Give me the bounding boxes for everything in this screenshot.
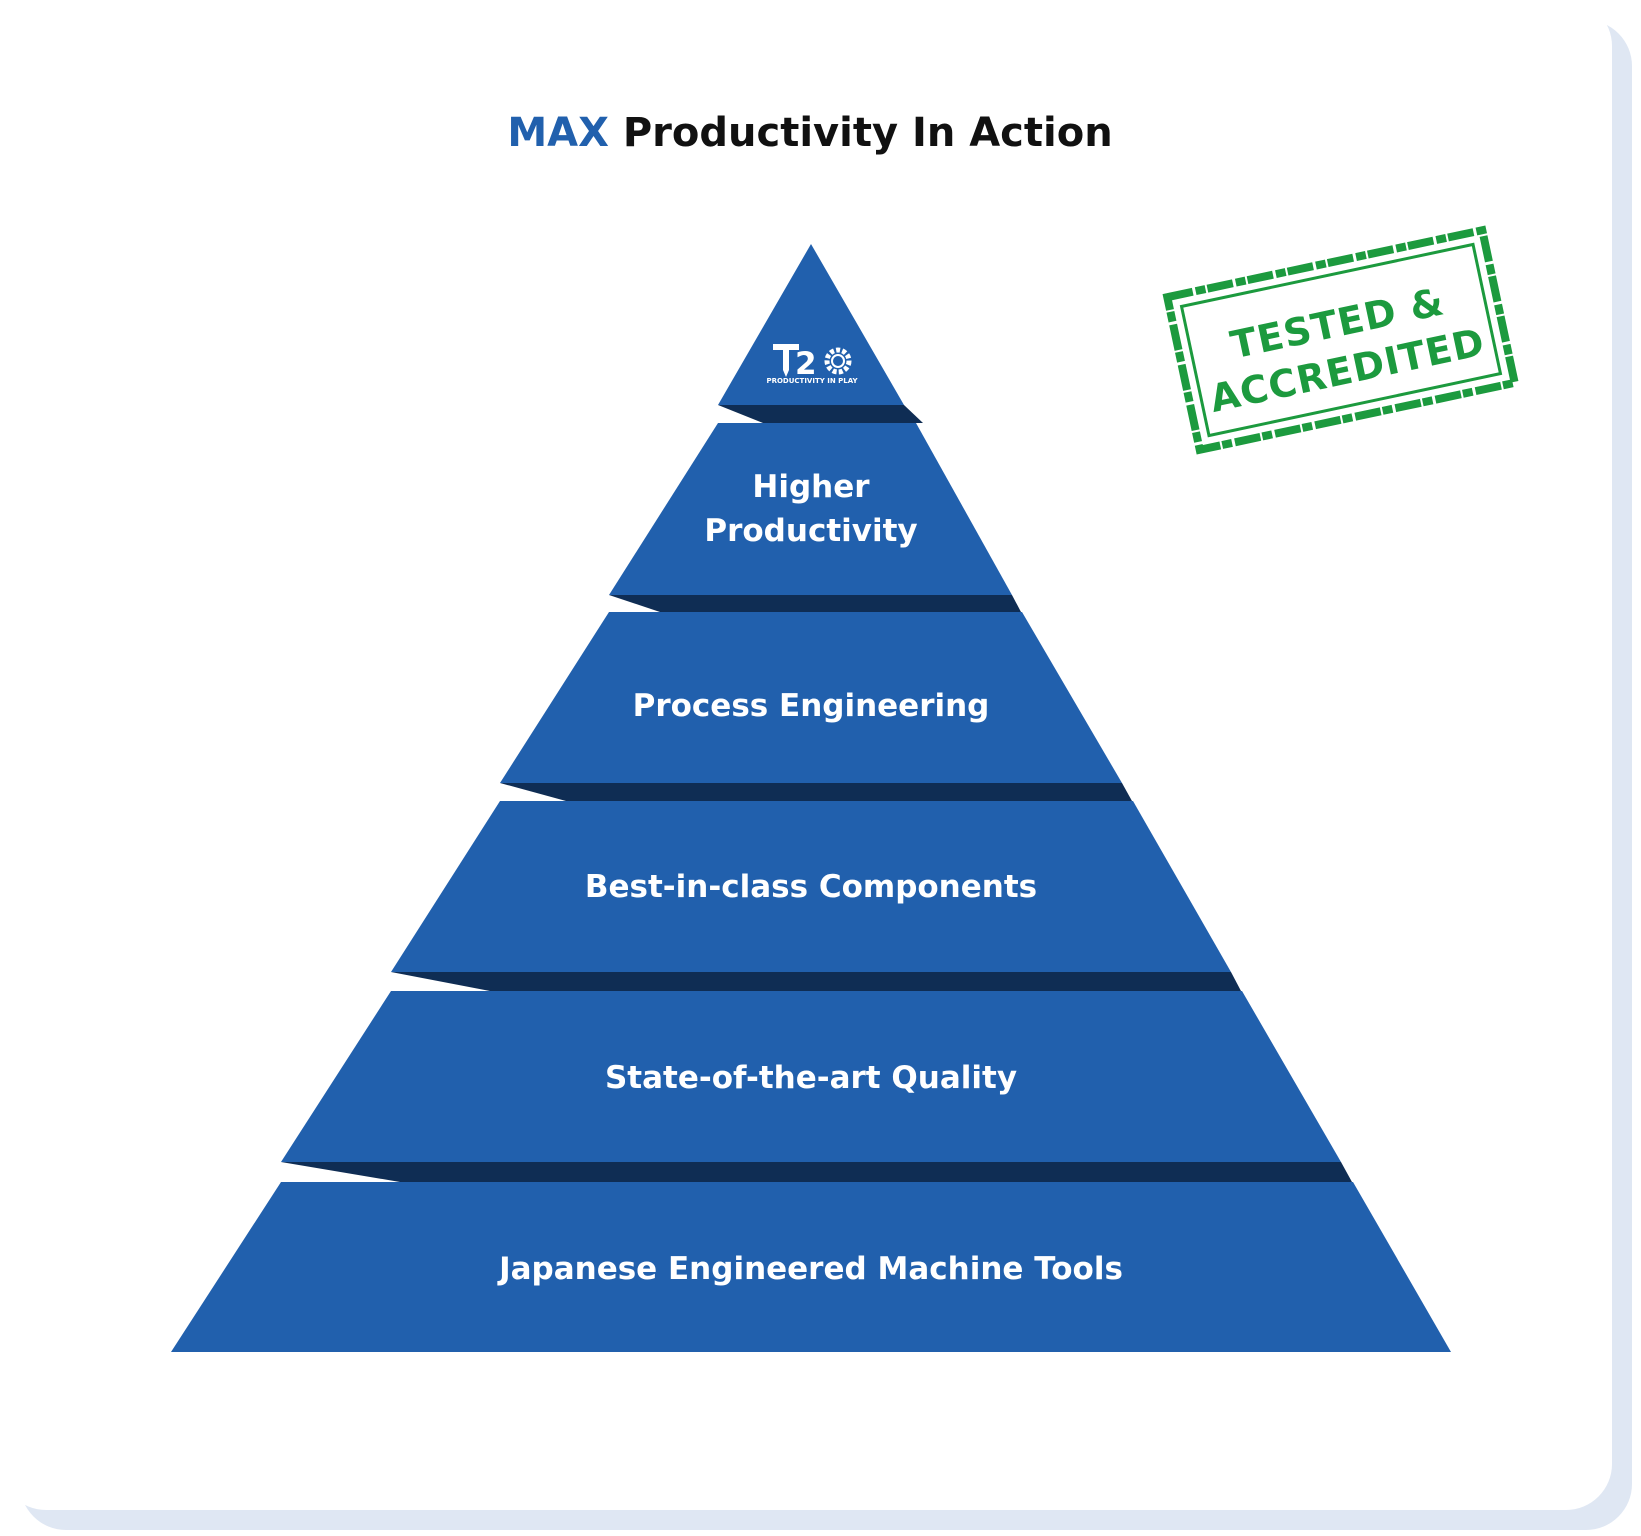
- logo-t-stem: [783, 350, 789, 370]
- tier-label-quality: State-of-the-art Quality: [605, 1060, 1017, 1096]
- pyramid-tier-1: [609, 423, 1012, 595]
- page-title: MAX Productivity In Action: [0, 110, 1620, 156]
- logo-t-tip: [783, 370, 789, 377]
- title-accent: MAX: [507, 110, 609, 156]
- tier-shadow-5: [281, 1162, 1352, 1182]
- gear-icon: [824, 347, 852, 375]
- pyramid-tier-5: [171, 1182, 1451, 1352]
- pyramid-tier-4: [281, 991, 1341, 1162]
- tier-label-productivity: Productivity: [704, 513, 917, 549]
- stamp-outer-border: [1162, 225, 1520, 455]
- tier-shadow-2: [609, 595, 1021, 612]
- pyramid-tier-2: [500, 612, 1122, 783]
- tier-shadow-1: [718, 405, 923, 423]
- logo-badge: [773, 344, 799, 350]
- tier-label-process-engineering: Process Engineering: [633, 688, 990, 724]
- pyramid-apex: [718, 244, 904, 405]
- logo-two: 2: [795, 346, 817, 382]
- title-rest: Productivity In Action: [622, 110, 1113, 156]
- tier-shadow-4: [391, 972, 1241, 991]
- tested-accredited-stamp: TESTED & ACCREDITED: [1162, 225, 1520, 455]
- stamp-inner-border: [1179, 242, 1503, 438]
- tier-label-machine-tools: Japanese Engineered Machine Tools: [497, 1251, 1123, 1287]
- gear-hub: [831, 354, 845, 368]
- tier-label-components: Best-in-class Components: [585, 869, 1037, 905]
- tier-label-higher: Higher: [752, 469, 870, 505]
- t2o-logo-icon: 2 PRODUCTIVITY IN PLAY: [766, 344, 858, 385]
- tier-shadow-3: [500, 783, 1132, 801]
- logo-caption: PRODUCTIVITY IN PLAY: [766, 377, 858, 385]
- pyramid-tier-3: [391, 801, 1231, 972]
